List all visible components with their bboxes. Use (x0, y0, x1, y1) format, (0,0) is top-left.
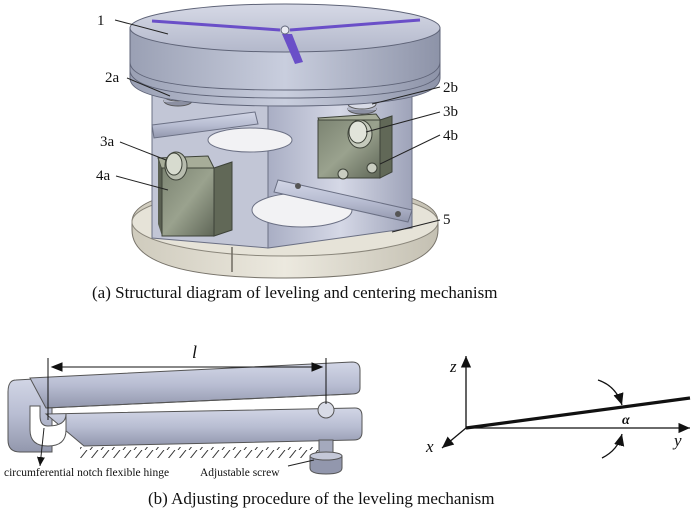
screw-leader (287, 459, 315, 467)
hinge-leader (36, 427, 45, 467)
label-part-4a: 4a (96, 168, 111, 184)
length-dimension (47, 358, 327, 420)
top-plate (129, 3, 441, 107)
label-part-5: 5 (443, 212, 451, 228)
z-axis-label: z (449, 357, 457, 376)
flexible-hinge-illustration (7, 361, 363, 458)
length-label: l (192, 342, 197, 362)
angle-arc-upper (597, 379, 624, 406)
label-part-2b: 2b (443, 80, 458, 96)
x-axis (441, 427, 467, 449)
caption-panel-b: (b) Adjusting procedure of the leveling … (148, 489, 495, 508)
tilted-plane-line (465, 396, 691, 430)
angle-arc-lower (601, 433, 625, 459)
adjusting-screw-3a (164, 151, 188, 181)
label-part-3a: 3a (100, 134, 115, 150)
adjusting-screw-3b (347, 119, 373, 149)
y-axis-label: y (672, 431, 682, 450)
caption-panel-a: (a) Structural diagram of leveling and c… (92, 283, 498, 302)
adjustable-screw-part (309, 439, 343, 475)
screw-label: Adjustable screw (200, 467, 280, 479)
angle-label: α (622, 413, 630, 428)
coordinate-frame (441, 356, 691, 459)
label-part-1: 1 (97, 13, 105, 29)
adjusting-block-4a (157, 155, 233, 237)
label-part-2a: 2a (105, 70, 120, 86)
leader-lines-a (114, 19, 441, 233)
label-part-4b: 4b (443, 128, 458, 144)
leveling-mechanism-illustration (129, 3, 441, 279)
hinge-label: circumferential notch flexible hinge (4, 467, 169, 479)
label-part-3b: 3b (443, 104, 458, 120)
x-axis-label: x (425, 437, 434, 456)
